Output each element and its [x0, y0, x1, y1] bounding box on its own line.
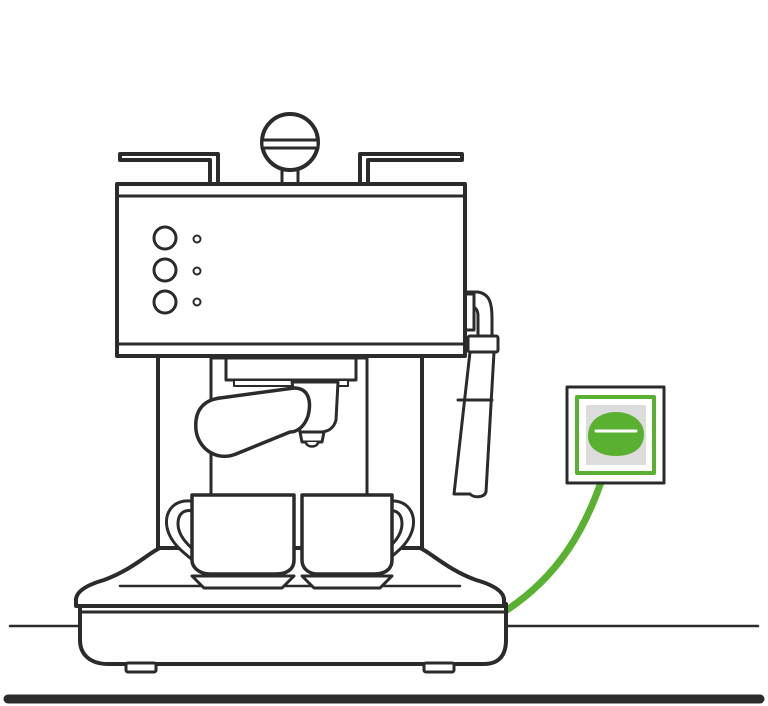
cup-left-body — [190, 493, 296, 576]
steam-wand-icon — [452, 290, 500, 499]
indicator-light — [192, 234, 202, 244]
control-button — [152, 225, 178, 251]
cup-right-saucer — [300, 574, 394, 590]
socket-frame — [575, 395, 656, 475]
control-panel — [152, 225, 202, 315]
cup-left-icon — [164, 493, 296, 590]
steam-wand-collar — [466, 334, 500, 354]
foot-right — [422, 661, 456, 674]
indicator-light — [192, 297, 202, 307]
foot-left — [124, 661, 158, 674]
group-head — [224, 356, 358, 382]
portafilter-icon — [194, 380, 340, 458]
portafilter-spout — [298, 430, 326, 444]
control-button — [152, 289, 178, 315]
indicator-light — [192, 266, 202, 276]
steam-wand-tube — [452, 350, 496, 499]
power-socket-icon — [565, 385, 666, 485]
cup-right-body — [300, 493, 394, 576]
cup-warmer-rail-left — [118, 152, 220, 186]
control-button — [152, 257, 178, 283]
cup-right-icon — [300, 493, 416, 590]
drip-tray-base — [78, 602, 508, 666]
portafilter-drip — [304, 440, 320, 448]
cup-warmer-rail-right — [358, 152, 464, 186]
steam-knob-icon — [260, 112, 320, 188]
steam-knob-band — [260, 138, 320, 150]
cup-left-saucer — [190, 574, 296, 590]
power-plug — [588, 412, 644, 456]
portafilter-handle — [194, 386, 312, 458]
